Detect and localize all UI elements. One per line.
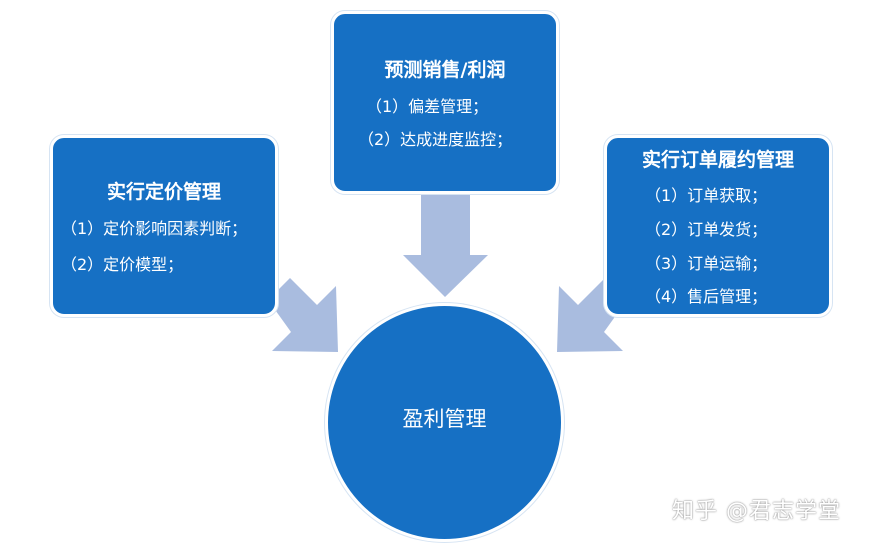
fulfillment-box-title: 实行订单履约管理 — [641, 149, 794, 171]
fulfillment-item-2: （2）订单发货； — [645, 220, 768, 239]
pricing-item-1: （1）定价影响因素判断； — [61, 219, 248, 238]
fulfillment-item-3: （3）订单运输； — [645, 254, 768, 273]
pricing-box-title: 实行定价管理 — [106, 181, 221, 203]
arrow-down — [403, 193, 488, 297]
forecast-box-title: 预测销售/利润 — [384, 59, 506, 81]
fulfillment-item-1: （1）订单获取； — [645, 186, 768, 205]
forecast-item-1: （1）偏差管理； — [366, 97, 489, 116]
pricing-box: 实行定价管理 （1）定价影响因素判断； （2）定价模型； — [50, 135, 278, 317]
profit-management-circle: 盈利管理 — [325, 303, 564, 542]
fulfillment-item-4: （4）售后管理； — [645, 287, 768, 306]
fulfillment-box: 实行订单履约管理 （1）订单获取； （2）订单发货； （3）订单运输； （4）售… — [604, 135, 832, 317]
profit-management-label: 盈利管理 — [402, 407, 487, 431]
arrow-down-right — [268, 278, 338, 352]
forecast-box: 预测销售/利润 （1）偏差管理； （2）达成进度监控； — [331, 11, 559, 194]
watermark: 知乎 @君志学堂 — [672, 499, 841, 524]
forecast-item-2: （2）达成进度监控； — [358, 130, 513, 149]
pricing-item-2: （2）定价模型； — [61, 255, 184, 274]
